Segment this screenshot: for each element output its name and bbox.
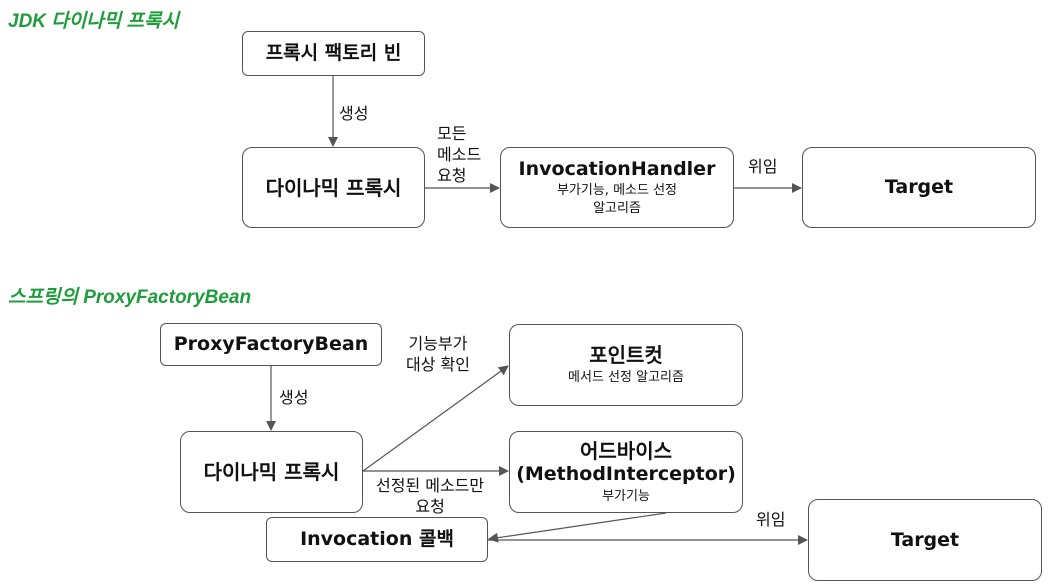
advice-callback-arrow	[488, 512, 667, 543]
jdk-dynamic-proxy-label: 다이나믹 프록시	[265, 175, 402, 200]
pointcut-desc: 메서드 선정 알고리즘	[568, 370, 684, 386]
pointcut-node: 포인트컷 메서드 선정 알고리즘	[509, 324, 743, 406]
selected-method-request-label: 선정된 메소드만 요청	[376, 476, 484, 518]
invocation-handler-desc-line: 알고리즘	[593, 200, 641, 216]
proxy-factory-bean-node: 프록시 팩토리 빈	[242, 31, 425, 76]
check-feature-label: 기능부가 대상 확인	[406, 334, 470, 376]
jdk-section-title: JDK 다이나믹 프록시	[8, 11, 179, 32]
jdk-target-label: Target	[884, 176, 954, 199]
jdk-target-node: Target	[802, 147, 1036, 228]
all-methods-request-label: 모든 메소드 요청	[437, 124, 481, 186]
advice-node: 어드바이스 (MethodInterceptor) 부가기능	[509, 431, 743, 513]
spring-dynamic-proxy-label: 다이나믹 프록시	[203, 460, 340, 484]
spring-proxy-factory-bean-node: ProxyFactoryBean	[160, 323, 382, 366]
spring-delegate-label: 위임	[756, 510, 786, 529]
advice-desc: 부가기능	[602, 488, 650, 504]
invocation-handler-desc-line: 부가기능, 메소드 선정	[556, 183, 678, 199]
spring-dynamic-proxy-node: 다이나믹 프록시	[180, 431, 363, 513]
jdk-create-label: 생성	[339, 104, 369, 123]
invocation-callback-label: Invocation 콜백	[300, 528, 454, 551]
spring-section-title: 스프링의 ProxyFactoryBean	[8, 287, 252, 308]
invocation-handler-desc: 부가기능, 메소드 선정 알고리즘	[557, 182, 677, 217]
spring-target-label: Target	[890, 528, 960, 551]
check-feature-line: 기능부가	[408, 334, 468, 353]
selected-method-request-line: 선정된 메소드만	[376, 476, 485, 495]
spring-proxy-factory-bean-label: ProxyFactoryBean	[173, 333, 369, 356]
spring-create-label: 생성	[279, 388, 309, 407]
pointcut-title: 포인트컷	[589, 343, 663, 368]
check-feature-arrow	[362, 365, 509, 472]
selected-method-request-line: 요청	[415, 496, 445, 516]
advice-title-interceptor: (MethodInterceptor)	[516, 462, 736, 485]
invocation-callback-node: Invocation 콜백	[266, 517, 488, 562]
jdk-dynamic-proxy-node: 다이나믹 프록시	[242, 147, 425, 228]
advice-title: 어드바이스	[580, 438, 672, 463]
invocation-handler-title: InvocationHandler	[518, 157, 716, 180]
all-methods-request-line: 요청	[437, 165, 467, 185]
jdk-delegate-label: 위임	[748, 157, 778, 176]
proxy-factory-bean-label: 프록시 팩토리 빈	[265, 42, 402, 65]
all-methods-request-line: 모든	[437, 124, 467, 143]
invocation-handler-node: InvocationHandler 부가기능, 메소드 선정 알고리즘	[500, 147, 734, 228]
all-methods-request-line: 메소드	[437, 144, 482, 164]
check-feature-line: 대상 확인	[406, 354, 470, 374]
spring-target-node: Target	[808, 499, 1042, 581]
